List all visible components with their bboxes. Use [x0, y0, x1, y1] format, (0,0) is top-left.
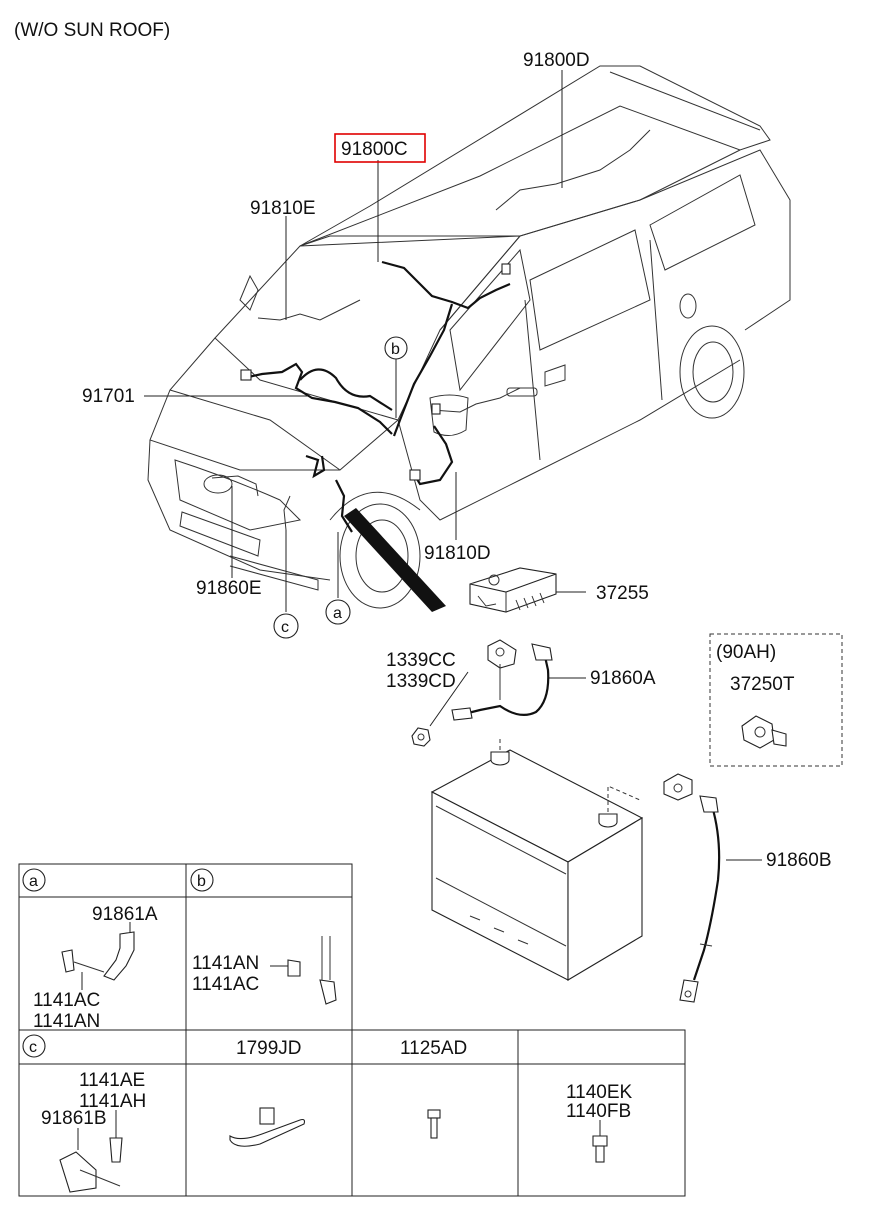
part-label-terminal: 37250T	[730, 674, 795, 695]
part-label-fuse-box: 37255	[596, 583, 649, 604]
screw-illustration	[427, 1109, 441, 1139]
part-label-engine-harness: 91701	[82, 386, 135, 407]
svg-text:a: a	[29, 873, 38, 890]
part-label-negative-cable: 91860B	[766, 850, 832, 871]
legend-a-part: 91861A	[92, 904, 158, 925]
legend-b-bolt-1: 1141AN	[192, 953, 259, 974]
legend-cell-c: c 1141AE 1141AH 91861B	[22, 1034, 146, 1193]
svg-text:c: c	[29, 1039, 37, 1056]
legend-a-bolt-1: 1141AC	[33, 990, 100, 1011]
diagram-title: (W/O SUN ROOF)	[14, 20, 170, 41]
clip-illustration	[229, 1107, 306, 1147]
legend-b-bolt-2: 1141AC	[192, 974, 259, 995]
part-label-nut-2: 1339CD	[386, 671, 456, 692]
legend-c-bolt-2: 1141AH	[79, 1091, 146, 1112]
part-label-positive-cable: 91860A	[590, 668, 656, 689]
bolt-illustration	[592, 1120, 608, 1163]
legend-cell-b: b 1141AN 1141AC	[190, 868, 337, 1005]
part-label-front-cable: 91860E	[196, 578, 262, 599]
part-label-roof-harness: 91800D	[523, 50, 590, 71]
legend-cell-a: a 91861A 1141AC 1141AN	[22, 868, 158, 1032]
van-illustration	[147, 65, 791, 609]
callout-c: c	[273, 613, 299, 639]
battery-option-box: (90AH) 37250T	[709, 633, 843, 767]
battery-option-label: (90AH)	[716, 642, 776, 663]
nut-illustration	[411, 727, 431, 747]
legend-c-bolt-1: 1141AE	[79, 1070, 145, 1091]
highlight-box	[334, 133, 426, 163]
callout-b: b	[384, 336, 408, 360]
svg-text:b: b	[391, 341, 400, 358]
svg-text:a: a	[333, 605, 342, 622]
harness-wiring	[211, 129, 651, 533]
svg-text:c: c	[281, 619, 289, 636]
part-label-front-right-harness: 91810D	[424, 543, 491, 564]
legend-table	[18, 863, 686, 1197]
negative-cable-illustration	[663, 773, 721, 1003]
legend-header-screw: 1125AD	[400, 1038, 467, 1059]
legend-bolt-pair-2: 1140FB	[566, 1101, 631, 1122]
part-label-nut-1: 1339CC	[386, 650, 456, 671]
leader-lines	[144, 70, 762, 861]
svg-text:b: b	[197, 873, 206, 890]
legend-a-bolt-2: 1141AN	[33, 1011, 100, 1032]
legend-c-part: 91861B	[41, 1108, 107, 1129]
zoom-pointer	[344, 508, 446, 612]
fuse-box-illustration	[469, 567, 557, 613]
part-label-front-left-harness: 91810E	[250, 198, 316, 219]
callout-a: a	[325, 599, 351, 625]
part-label-main-harness: 91800C	[341, 139, 408, 160]
battery-illustration	[430, 736, 644, 981]
legend-bolt-pair-1: 1140EK	[566, 1082, 633, 1103]
positive-cable-illustration	[451, 639, 553, 721]
legend-header-clip: 1799JD	[236, 1038, 302, 1059]
